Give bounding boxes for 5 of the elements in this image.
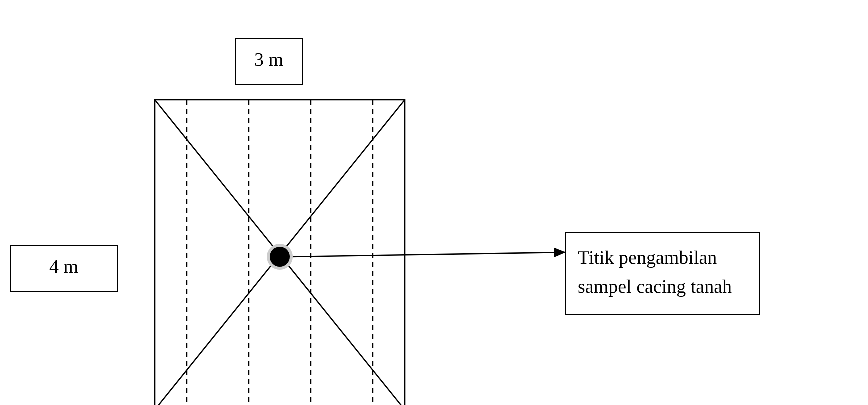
callout-box: Titik pengambilan sampel cacing tanah bbox=[565, 232, 760, 315]
plot-drawing bbox=[155, 100, 405, 405]
sampling-point bbox=[270, 247, 290, 267]
dimension-label: 4 m bbox=[10, 245, 118, 292]
dimension-label: 3 m bbox=[235, 38, 303, 85]
